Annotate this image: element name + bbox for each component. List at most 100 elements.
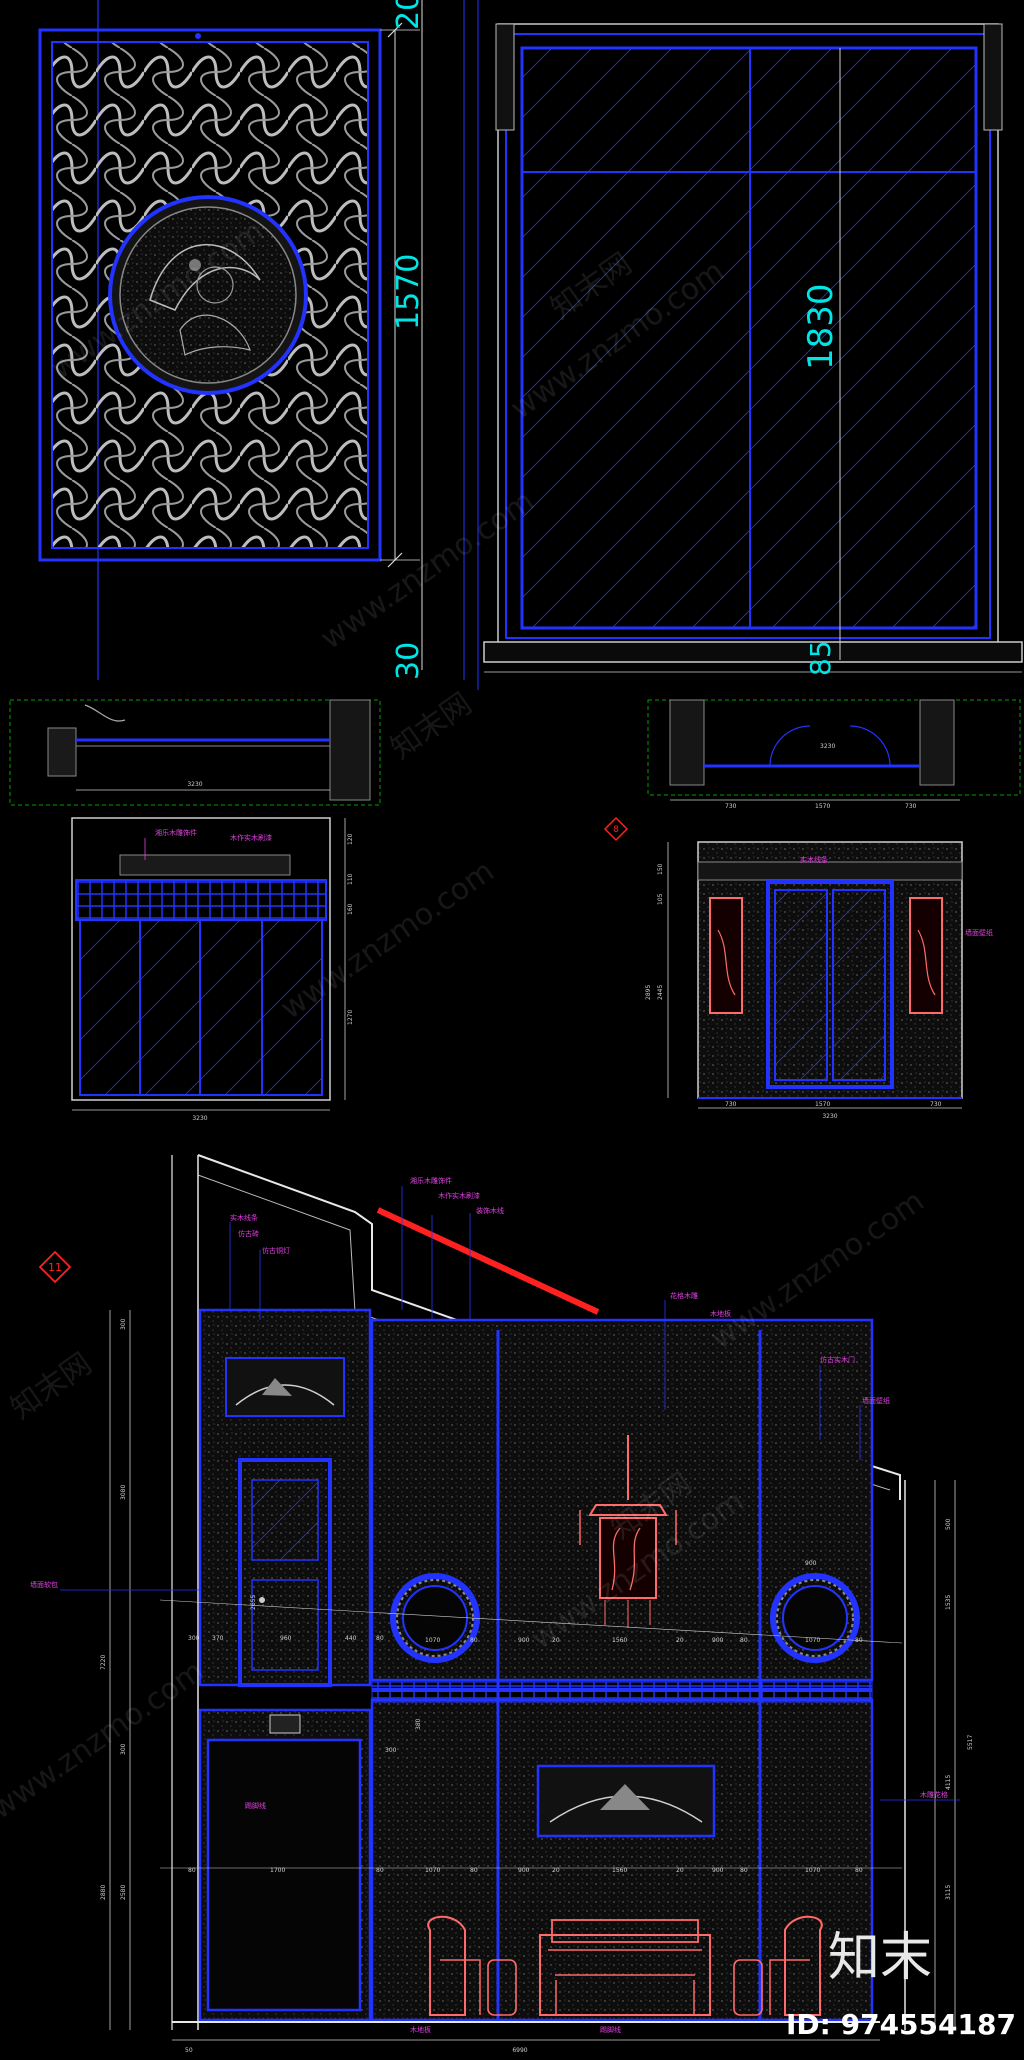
plan-left-dim: 3230 [187, 781, 202, 788]
elev-right-dim-side-1: 150 [657, 863, 664, 875]
s11-left-dim-4: 7220 [100, 1655, 107, 1670]
s11-left-dim-6: 2580 [120, 1885, 127, 1900]
panel-a-dim-bottom: 30 [391, 642, 426, 680]
s11-top-dim-8: 900 [518, 1637, 530, 1644]
elev-right-dim-total: 3230 [822, 1113, 837, 1120]
elev-right-label-2: 墙面壁纸 [965, 928, 993, 937]
s11-label-3: 装饰木线 [476, 1206, 504, 1215]
s11-bot-dim-3: 80 [376, 1867, 384, 1874]
s11-top-dim-2: 370 [212, 1635, 224, 1642]
panel-a-dim-height: 1570 [391, 254, 426, 330]
s11-right-dim-3: 5517 [967, 1735, 974, 1750]
s11-bot-dim-12: 1070 [805, 1867, 820, 1874]
elev-left-dim-4: 1270 [347, 1010, 354, 1025]
plan-right-dim-1: 730 [725, 803, 737, 810]
s11-top-dim-1: 300 [188, 1635, 200, 1642]
elev-left-label-1: 湘乐木雕饰件 [155, 828, 197, 837]
fan-painting-upper [225, 1357, 345, 1417]
plan-right: 730 1570 730 3230 [647, 699, 1021, 810]
s11-label-9: 仿古实木门 [820, 1355, 855, 1364]
section-11-elevation: 11 [30, 1154, 974, 2054]
panel-a-lattice-screen: 20 1570 30 [38, 0, 465, 680]
elev-left-dim-3: 160 [347, 903, 354, 915]
elev-right-dim-side-2: 105 [657, 893, 664, 905]
elev-right-dim-b1: 730 [725, 1101, 737, 1108]
s11-mid-dim-4: 380 [415, 1718, 422, 1730]
panel-b-dim-sill: 85 [804, 640, 837, 676]
s11-bot-dim-13: 80 [855, 1867, 863, 1874]
s11-top-dim-6: 1070 [425, 1637, 440, 1644]
s11-bot-dim-1: 80 [188, 1867, 196, 1874]
elev-right-label-1: 实木线条 [800, 855, 828, 864]
svg-text:www.znzmo.com: www.znzmo.com [0, 1654, 211, 1827]
s11-top-dim-15: 80 [855, 1637, 863, 1644]
brand-logo: 知末 [828, 1928, 932, 1988]
elev-left-dim-2: 110 [347, 873, 354, 885]
s11-label-10: 墙面壁纸 [862, 1396, 890, 1405]
s11-left-dim-5: 2880 [100, 1885, 107, 1900]
elevation-left-doors: 120 110 160 1270 3230 湘乐木雕饰件 木作实木刷漆 [71, 817, 354, 1122]
s11-top-dim-13: 80 [740, 1637, 748, 1644]
furniture-set [427, 1915, 823, 2016]
s11-label-8: 木地板 [710, 1309, 731, 1318]
s11-label-15: 踢脚线 [600, 2025, 621, 2034]
s11-label-1: 湘乐木雕饰件 [410, 1176, 452, 1185]
panel-b-window-elevation: 1830 85 [477, 0, 1023, 690]
s11-mid-dim-3: 300 [385, 1747, 397, 1754]
elev-right-dim-b3: 730 [930, 1101, 942, 1108]
s11-top-dim-7: 80 [470, 1637, 478, 1644]
s11-label-13: 踢脚线 [245, 1801, 266, 1810]
wall-painting-right [909, 897, 943, 1014]
s11-top-dim-4: 440 [345, 1635, 357, 1642]
s11-left-dim-7: 300 [120, 1743, 127, 1755]
s11-top-dim-10: 1560 [612, 1637, 627, 1644]
s11-label-7: 花格木雕 [670, 1291, 698, 1300]
elev-right-dim-side-3: 2445 [657, 985, 664, 1000]
s11-top-dim-14: 1070 [805, 1637, 820, 1644]
plan-right-dim-total: 3230 [820, 743, 835, 750]
s11-bot-dim-4: 1070 [425, 1867, 440, 1874]
s11-right-dim-4: 4115 [945, 1775, 952, 1790]
s11-top-dim-9: 20 [552, 1637, 560, 1644]
marker-11: 11 [38, 1250, 72, 1284]
svg-text:8: 8 [613, 825, 619, 835]
s11-right-dim-5: 3115 [945, 1885, 952, 1900]
s11-mid-dim-2: 900 [805, 1560, 817, 1567]
s11-bot-dim-5: 80 [470, 1867, 478, 1874]
s11-left-dim-1: 300 [120, 1318, 127, 1330]
s11-left-dim-2: 3080 [120, 1485, 127, 1500]
svg-text:知末网: 知末网 [5, 1346, 99, 1426]
wall-painting-left [709, 897, 743, 1014]
s11-bot-dim-11: 80 [740, 1867, 748, 1874]
red-beam [376, 1207, 600, 1315]
image-id: ID: 974554187 [786, 2008, 1016, 2041]
s11-top-dim-5: 80 [376, 1635, 384, 1642]
panel-a-dim-top: 20 [391, 0, 426, 30]
panel-b-dim-height: 1830 [801, 283, 841, 370]
elev-left-dim-bottom: 3230 [192, 1115, 207, 1122]
elevation-right-door: 8 150 105 2445 2895 730 1570 730 3230 实木… [603, 816, 993, 1120]
s11-mid-dim-1: 2655 [250, 1595, 257, 1610]
s11-label-2: 木作实木刷漆 [438, 1191, 480, 1200]
s11-bot-dim-10: 900 [712, 1867, 724, 1874]
s11-bot-dim-9: 20 [676, 1867, 684, 1874]
s11-right-dim-1: 500 [945, 1518, 952, 1530]
s11-label-12: 木雕花格 [920, 1790, 948, 1799]
plan-right-dim-2: 1570 [815, 803, 830, 810]
s11-bot-dim-8: 1560 [612, 1867, 627, 1874]
s11-bot-dim-6: 900 [518, 1867, 530, 1874]
s11-label-4: 实木线条 [230, 1213, 258, 1222]
svg-text:知末网: 知末网 [385, 686, 479, 766]
s11-bot-dim-7: 20 [552, 1867, 560, 1874]
s11-label-5: 仿古砖 [238, 1229, 259, 1238]
elev-right-dim-b2: 1570 [815, 1101, 830, 1108]
s11-bot-dim-2: 1700 [270, 1867, 285, 1874]
s11-top-dim-12: 900 [712, 1637, 724, 1644]
s11-label-11: 墙面软包 [30, 1580, 58, 1589]
marker-8: 8 [603, 816, 629, 842]
s11-bottom-left: 50 [185, 2047, 193, 2054]
s11-bottom-total: 6990 [512, 2047, 527, 2054]
callout-labels [60, 1186, 960, 1801]
round-window-right [770, 1573, 860, 1663]
